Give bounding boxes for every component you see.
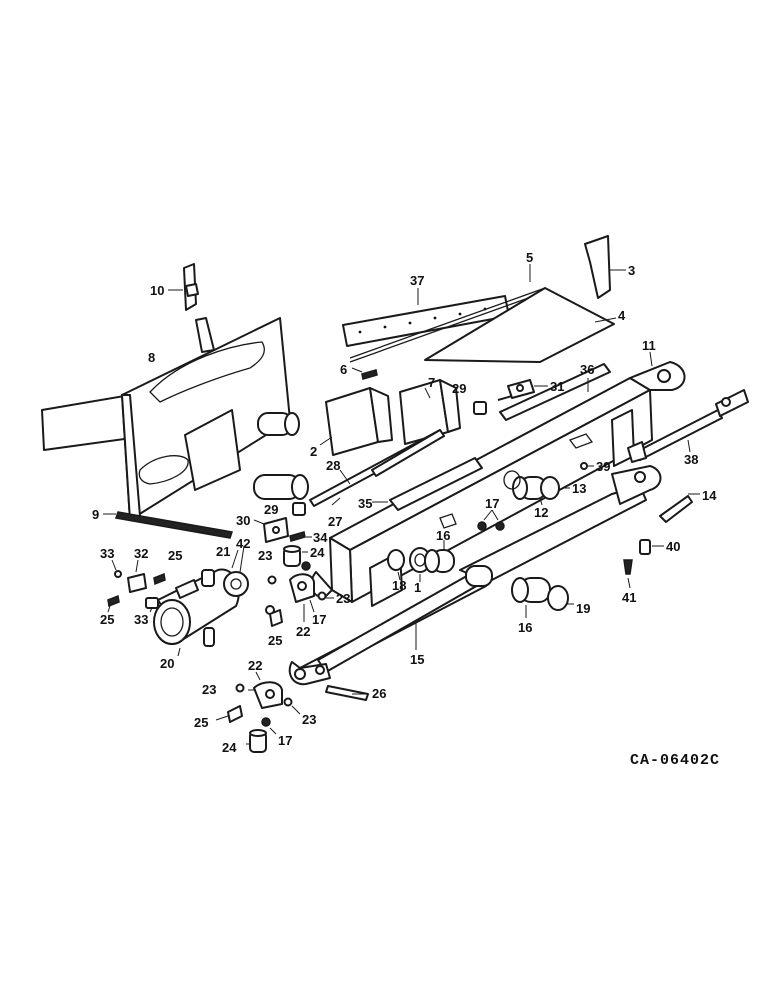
- callout-6: 6: [340, 362, 347, 377]
- callout-32: 32: [134, 546, 148, 561]
- callout-12: 12: [534, 505, 548, 520]
- callout-9: 9: [92, 507, 99, 522]
- part-15-lower-arm: [288, 465, 662, 686]
- callout-21: 21: [216, 544, 230, 559]
- callout-22-mid: 22: [296, 624, 310, 639]
- callout-34: 34: [313, 530, 328, 545]
- callout-42: 42: [236, 536, 250, 551]
- callout-7: 7: [428, 375, 435, 390]
- callout-19: 19: [576, 601, 590, 616]
- drawing-code: CA-06402C: [630, 752, 720, 769]
- callout-25-b: 25: [100, 612, 114, 627]
- callout-22-low: 22: [248, 658, 262, 673]
- part-9-rod: [103, 511, 233, 539]
- part-36-cover: [499, 363, 611, 421]
- callout-38: 38: [684, 452, 698, 467]
- part-29-nut-bottom: [292, 502, 306, 516]
- parts-40-41: [623, 539, 664, 589]
- callout-11: 11: [642, 338, 656, 353]
- callout-33-top: 33: [100, 546, 114, 561]
- callout-35: 35: [358, 496, 372, 511]
- callout-13: 13: [572, 481, 586, 496]
- callout-39: 39: [596, 459, 610, 474]
- callout-33-bottom: 33: [134, 612, 148, 627]
- callout-23-b: 23: [336, 591, 350, 606]
- parts-lower-group: [215, 671, 301, 753]
- part-38-link-rod: [627, 389, 749, 463]
- part-29-nut-top: [473, 401, 487, 415]
- part-31-clamp: [497, 379, 548, 401]
- part-6-bolt: [351, 367, 378, 380]
- callout-23-d: 23: [302, 712, 316, 727]
- parts-30-34: [253, 517, 312, 543]
- callout-28: 28: [326, 458, 340, 473]
- part-17-fittings-top: [477, 509, 505, 531]
- callout-29-top: 29: [452, 381, 466, 396]
- part-10-bracket: [168, 263, 199, 311]
- part-35-cover: [389, 457, 483, 511]
- callout-17-top: 17: [485, 496, 499, 511]
- part-4-plate: [424, 287, 615, 363]
- callout-4: 4: [618, 308, 626, 323]
- callout-10: 10: [150, 283, 164, 298]
- callout-24-top: 24: [310, 545, 325, 560]
- callout-1: 1: [414, 580, 421, 595]
- callout-16-top: 16: [436, 528, 450, 543]
- callout-2: 2: [310, 444, 317, 459]
- callout-17-low: 17: [278, 733, 292, 748]
- part-25-middle: [269, 609, 283, 627]
- callout-25-a: 25: [168, 548, 182, 563]
- callout-20: 20: [160, 656, 174, 671]
- callout-8: 8: [148, 350, 155, 365]
- part-26-pin: [325, 685, 369, 701]
- callout-17-mid: 17: [312, 612, 326, 627]
- callout-16-bottom: 16: [518, 620, 532, 635]
- part-8-housing: [41, 317, 309, 521]
- callout-25-c: 25: [268, 633, 282, 648]
- callout-3: 3: [628, 263, 635, 278]
- callout-18: 18: [392, 578, 406, 593]
- callout-15: 15: [410, 652, 424, 667]
- callout-27: 27: [328, 514, 342, 529]
- part-5-strip: [349, 287, 546, 359]
- callout-40: 40: [666, 539, 680, 554]
- parts-bushings: [387, 540, 574, 618]
- part-14-bracket: [659, 493, 700, 523]
- callout-29-bottom: 29: [264, 502, 278, 517]
- callout-14: 14: [702, 488, 717, 503]
- callout-37: 37: [410, 273, 424, 288]
- callout-25-d: 25: [194, 715, 208, 730]
- parts-32-33-25-left: [107, 559, 166, 613]
- parts-24-23-22-middle: [267, 545, 334, 622]
- part-27-28-shaft: [309, 429, 445, 507]
- parts-12-13-39: [503, 462, 594, 506]
- parts-shields: [319, 379, 461, 456]
- part-20-cylinder: [153, 545, 275, 657]
- callout-23-c: 23: [202, 682, 216, 697]
- callout-31: 31: [550, 379, 564, 394]
- callout-36: 36: [580, 362, 594, 377]
- callout-labels: 10 8 9 37 5 3 4 6 7 2 29 31 11 36 38 39 …: [92, 250, 717, 755]
- callout-26: 26: [372, 686, 386, 701]
- callout-24-low: 24: [222, 740, 237, 755]
- callout-5: 5: [526, 250, 533, 265]
- callout-41: 41: [622, 590, 636, 605]
- callout-30: 30: [236, 513, 250, 528]
- part-3-bracket: [584, 235, 626, 299]
- parts-top-plates: [342, 264, 617, 363]
- callout-23-a: 23: [258, 548, 272, 563]
